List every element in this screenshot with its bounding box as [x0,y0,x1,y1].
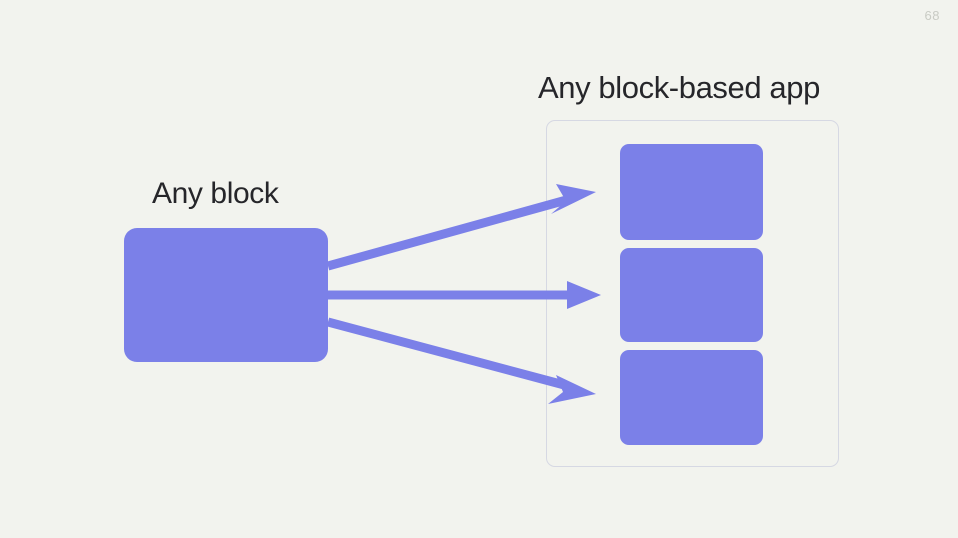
app-container-title: Any block-based app [538,70,820,105]
app-block-2-shape[interactable] [620,248,763,342]
app-block-3-shape[interactable] [620,350,763,445]
source-block-label: Any block [152,177,279,210]
any-block-shape[interactable] [124,228,328,362]
page-number: 68 [924,8,940,23]
app-block-1-shape[interactable] [620,144,763,240]
